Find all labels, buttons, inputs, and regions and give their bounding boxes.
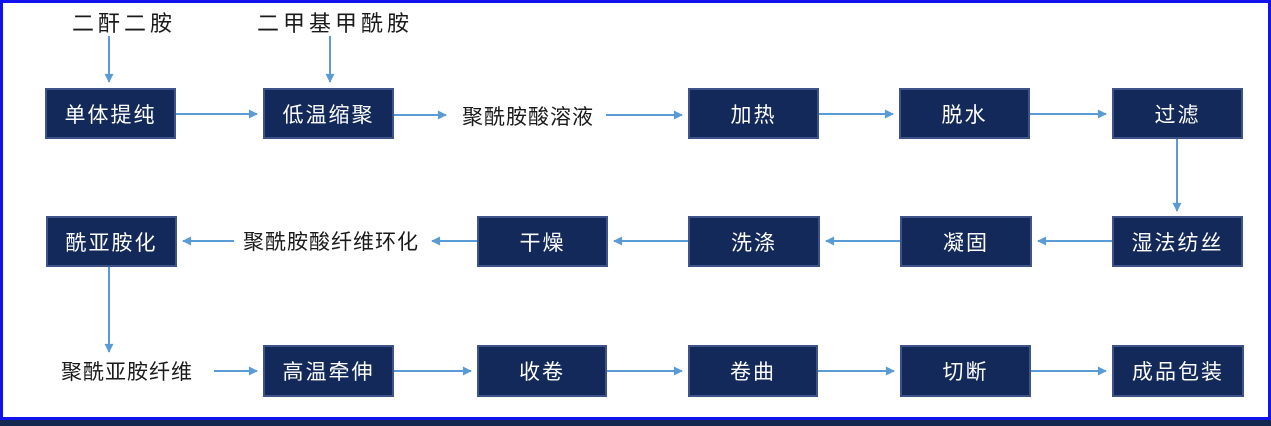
step-box-low-temp-polycondensation: 低温缩聚 [263,88,394,139]
step-box-high-temp-drawing: 高温牵伸 [263,345,394,397]
step-box-imidization: 酰亚胺化 [46,216,177,267]
step-box-washing: 洗涤 [688,216,820,267]
input-label-dimethylformamide: 二甲基甲酰胺 [257,12,414,37]
step-box-cutting: 切断 [900,345,1031,397]
step-box-wet-spinning: 湿法纺丝 [1112,216,1243,267]
input-label-dianhydride-diamine: 二酐二胺 [71,12,176,37]
step-box-drying: 干燥 [477,216,608,267]
bottom-divider-bar [0,420,1271,426]
step-box-heating: 加热 [688,88,819,139]
step-box-monomer-purification: 单体提纯 [45,88,176,139]
step-box-crimping: 卷曲 [688,345,818,397]
label-polyimide-fiber: 聚酰亚胺纤维 [61,360,193,384]
step-box-filtration: 过滤 [1112,88,1243,139]
step-box-dehydration: 脱水 [899,88,1030,139]
step-box-packaging: 成品包装 [1112,345,1244,397]
step-box-winding: 收卷 [477,345,607,397]
label-polyamic-acid-solution: 聚酰胺酸溶液 [462,105,594,129]
step-box-coagulation: 凝固 [900,216,1032,267]
label-polyamic-acid-fiber-cyclization: 聚酰胺酸纤维环化 [243,230,419,254]
